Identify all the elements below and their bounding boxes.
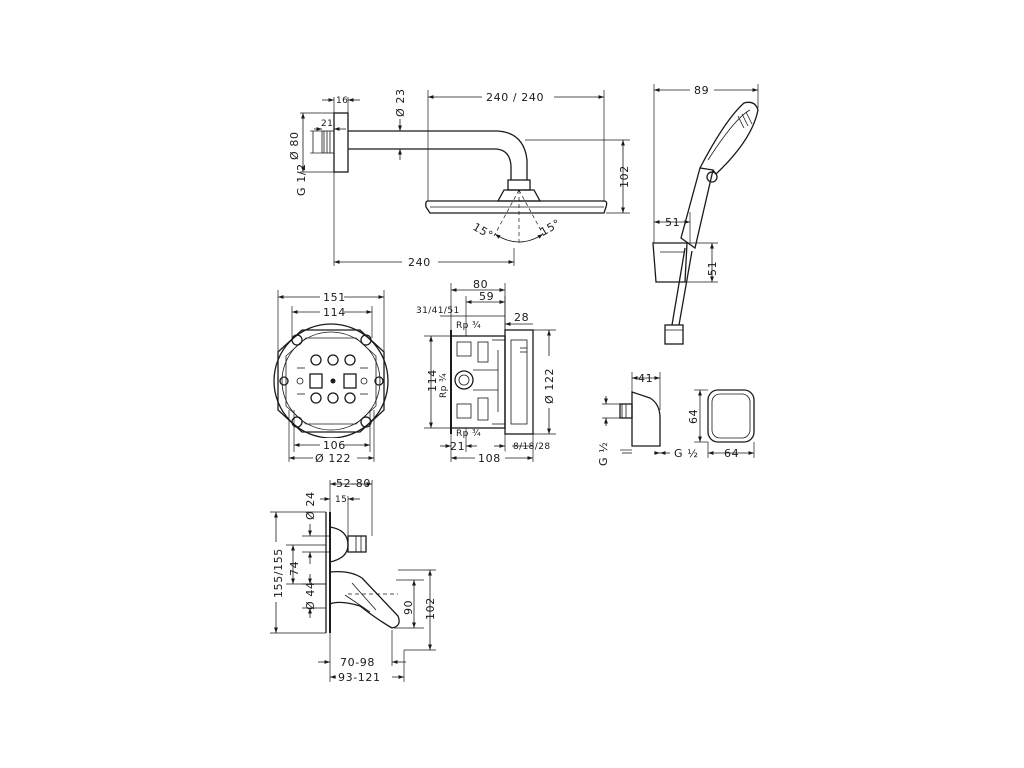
label-rp-top: Rp ¾ — [456, 321, 481, 331]
dim-wall-offsets: 31/41/51 — [416, 306, 460, 316]
hand-shower-drawing: 89 51 51 — [652, 83, 759, 345]
dim-valve-offset: 15 — [335, 495, 347, 505]
dim-outlet-width: 64 — [724, 447, 739, 460]
dim-mixer-total-reach: 93-121 — [338, 671, 381, 684]
dim-outlet-height: 64 — [687, 409, 700, 424]
rough-in-box-side-drawing: 80 59 31/41/51 28 Rp ¾ Rp ¾ Rp ¾ 114 Ø 1… — [416, 278, 556, 465]
rough-in-box-front-drawing: 151 114 106 Ø 122 — [273, 290, 389, 465]
hand-shower-head — [699, 101, 759, 175]
dim-valve-diameter: Ø 24 — [304, 491, 317, 520]
dim-arm-projection: 240 — [408, 256, 431, 269]
dim-plate-size: 155/155 — [272, 548, 285, 598]
wall-outlet-side — [631, 391, 661, 447]
dim-side-height: 114 — [426, 369, 439, 392]
dim-box-lug-spacing: 106 — [323, 439, 346, 452]
dim-lever-height: 90 — [402, 600, 415, 615]
dim-cover-options: 8/18/28 — [513, 442, 551, 452]
dim-cover-depth: 28 — [514, 311, 529, 324]
dim-holder-width: 51 — [665, 216, 680, 229]
dim-head-size: 240 / 240 — [486, 91, 544, 104]
dim-arm-diameter: Ø 23 — [394, 88, 407, 117]
wall-outlet-front — [707, 389, 755, 443]
dim-spray-angle-right: 15° — [538, 217, 563, 239]
dim-box-outer-width: 151 — [323, 291, 346, 304]
overhead-shower-drawing: 16 21 Ø 80 G 1/2 Ø 23 240 / 240 102 15° … — [288, 88, 631, 269]
shower-head-plate — [425, 200, 608, 214]
dim-hand-shower-width: 89 — [694, 84, 709, 97]
dim-front-offset: 21 — [450, 440, 465, 453]
mixer-drawing: 52-80 15 Ø 24 155/155 74 Ø 44 90 102 — [270, 477, 437, 684]
side-inlet-port — [454, 370, 474, 390]
dim-lever-diameter: Ø 44 — [304, 581, 317, 610]
dim-outlet-thread-right: G ½ — [674, 447, 698, 460]
dim-overall-depth: 108 — [478, 452, 501, 465]
shower-arm — [348, 130, 528, 180]
dim-box-diameter: Ø 122 — [315, 452, 351, 465]
dim-outlet-depth: 41 — [638, 372, 653, 385]
dim-head-drop: 102 — [618, 165, 631, 188]
dim-axis-distance: 74 — [288, 561, 301, 576]
dim-mixer-projection: 52-80 — [336, 477, 371, 490]
dim-side-diameter: Ø 122 — [543, 368, 556, 404]
dim-box-depth: 80 — [473, 278, 488, 291]
dim-spray-angle-left: 15° — [471, 220, 496, 242]
dim-thread-size: G 1/2 — [295, 163, 308, 196]
dim-flange-diameter: Ø 80 — [288, 131, 301, 160]
wall-flange — [333, 112, 349, 173]
label-rp-bottom: Rp ¾ — [456, 429, 481, 439]
dim-outlet-thread-left: G ½ — [597, 442, 610, 466]
dim-box-inner-width: 114 — [323, 306, 346, 319]
dim-mount-depth: 59 — [479, 290, 494, 303]
label-rp-middle: Rp ¾ — [439, 373, 449, 398]
wall-outlet-drawing: 41 G ½ G ½ 64 64 — [597, 372, 755, 466]
dim-holder-height: 51 — [706, 261, 719, 276]
mixer-lever — [329, 570, 400, 629]
dim-lever-reach: 70-98 — [340, 656, 375, 669]
dim-flange-depth: 16 — [336, 96, 348, 106]
dim-lever-total-height: 102 — [424, 597, 437, 620]
dim-nipple-length: 21 — [321, 119, 333, 129]
hose-connector — [664, 324, 684, 345]
